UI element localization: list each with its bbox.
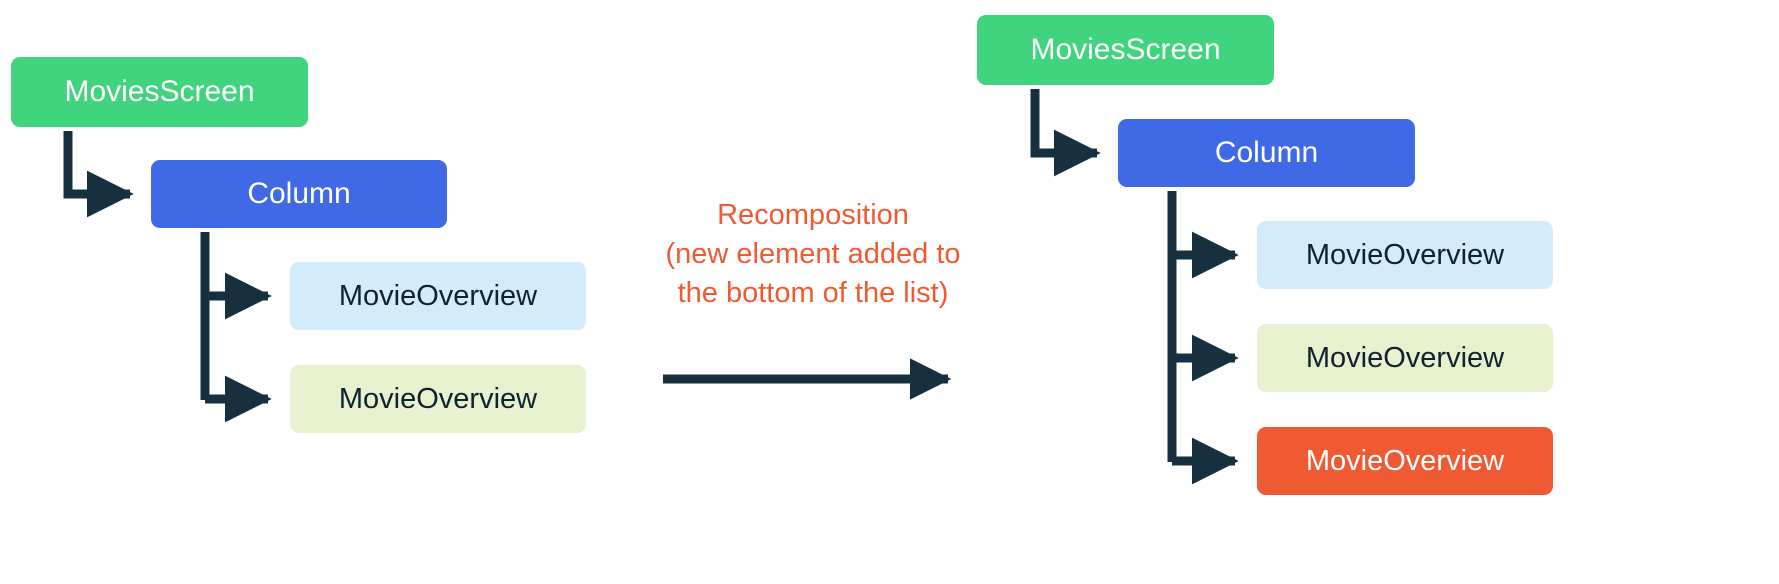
node-label: MovieOverview — [338, 382, 538, 415]
right-node-movie-overview-2[interactable]: MovieOverview — [1257, 324, 1553, 392]
right-node-column[interactable]: Column — [1118, 119, 1415, 187]
right-node-movie-overview-3-new[interactable]: MovieOverview — [1257, 427, 1553, 495]
node-label: MovieOverview — [1305, 444, 1505, 477]
node-label: MoviesScreen — [1030, 33, 1221, 66]
right-node-movie-overview-1[interactable]: MovieOverview — [1257, 221, 1553, 289]
right-connector-column-to-children — [1167, 191, 1239, 485]
left-node-column[interactable]: Column — [151, 160, 447, 228]
left-node-movies-screen[interactable]: MoviesScreen — [11, 57, 308, 127]
left-connector-column-to-children — [200, 232, 272, 423]
node-label: Column — [247, 177, 351, 210]
node-label: MovieOverview — [1305, 238, 1505, 271]
node-label: Column — [1214, 136, 1319, 169]
right-connector-movies-to-column — [1030, 89, 1101, 177]
left-connector-movies-to-column — [63, 131, 134, 218]
left-node-movie-overview-1[interactable]: MovieOverview — [290, 262, 586, 330]
recomposition-caption: Recomposition (new element added to the … — [665, 199, 961, 309]
node-label: MovieOverview — [338, 279, 538, 312]
left-node-movie-overview-2[interactable]: MovieOverview — [290, 365, 586, 433]
node-label: MovieOverview — [1305, 341, 1505, 374]
right-node-movies-screen[interactable]: MoviesScreen — [977, 15, 1274, 85]
node-label: MoviesScreen — [64, 75, 255, 108]
